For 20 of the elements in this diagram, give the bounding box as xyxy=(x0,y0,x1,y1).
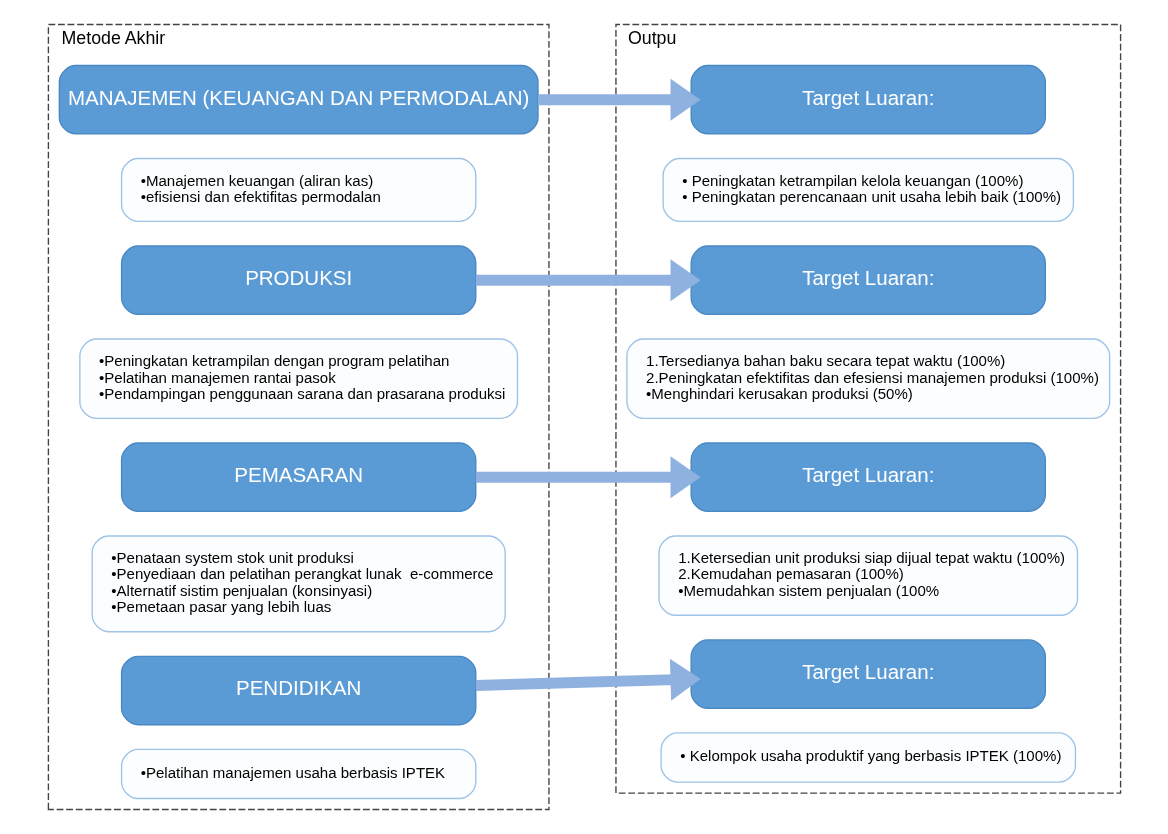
node-box: PENDIDIKAN xyxy=(120,655,476,726)
node-box: 1.Ketersedian unit produksi siap dijual tepat waktu (100%) 2.Kemudahan pemasaran (100%) •Memudahkan sistem penjualan (100% xyxy=(657,535,1078,616)
node-box: MANAJEMEN (KEUANGAN DAN PERMODALAN) xyxy=(58,64,539,135)
node-box: •Peningkatan ketrampilan dengan program pelatihan •Pelatihan manajemen rantai pasok •Pendampingan penggunaan sarana dan prasarana produksi xyxy=(78,338,518,420)
arrow xyxy=(475,456,701,499)
node-box: • Peningkatan ketrampilan kelola keuangan (100%) • Peningkatan perencanaan unit usaha lebih baik (100%) xyxy=(661,157,1074,223)
node-box: Target Luaran: xyxy=(690,639,1046,709)
arrow xyxy=(475,658,701,701)
node-box: •Manajemen keuangan (aliran kas) •efisiensi dan efektifitas permodalan xyxy=(120,157,476,223)
node-box: Target Luaran: xyxy=(690,442,1046,513)
node-box: Target Luaran: xyxy=(690,64,1046,135)
node-box: 1.Tersedianya bahan baku secara tepat waktu (100%) 2.Peningkatan efektifitas dan efesiensi manajemen produksi (100%) •Menghindari kerusakan produksi (50%) xyxy=(625,338,1110,420)
node-box: Target Luaran: xyxy=(690,245,1046,316)
node-box: PEMASARAN xyxy=(120,442,476,513)
arrow xyxy=(475,259,701,302)
node-box: PRODUKSI xyxy=(120,245,476,316)
node-box: •Penataan system stok unit produksi •Penyediaan dan pelatihan perangkat lunak e-commerce •Alternatif sistim penjualan (konsinyasi) •Pemetaan pasar yang lebih luas xyxy=(91,535,506,633)
node-box: •Pelatihan manajemen usaha berbasis IPTEK xyxy=(120,748,476,800)
node-box: • Kelompok usaha produktif yang berbasis IPTEK (100%) xyxy=(659,732,1076,783)
arrow xyxy=(537,78,701,121)
